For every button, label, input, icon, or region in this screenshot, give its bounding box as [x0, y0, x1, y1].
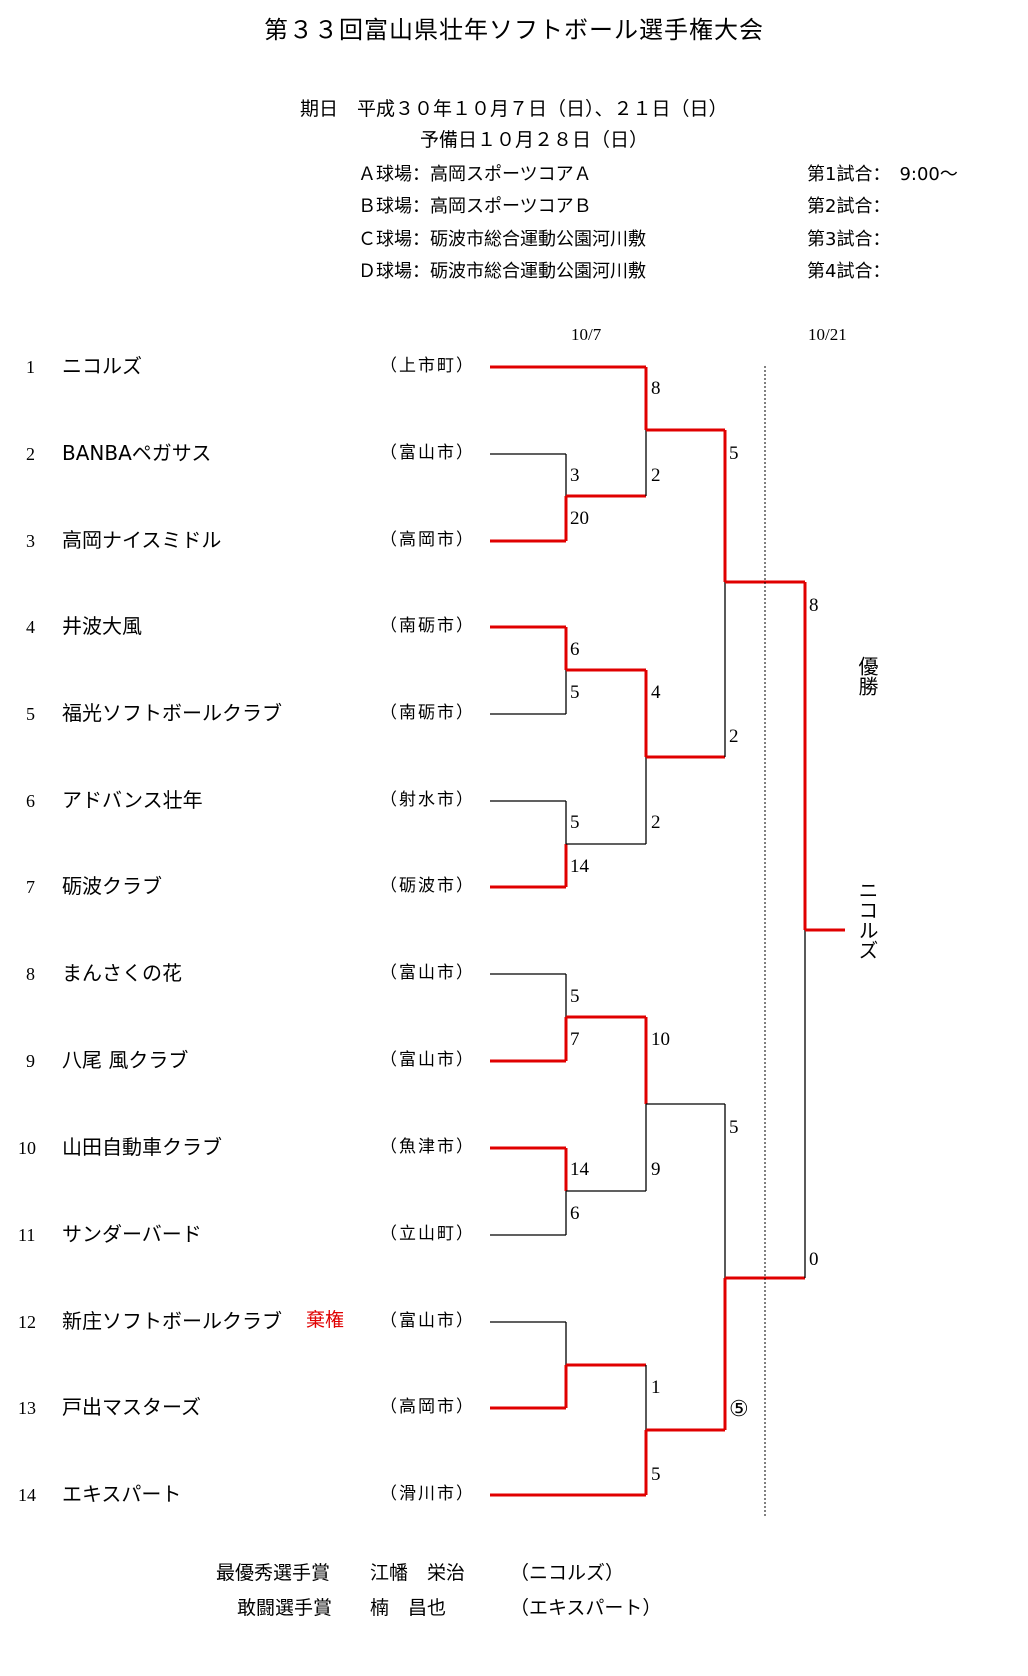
team-city: （富山市） — [380, 1050, 475, 1070]
match-score: 2 — [651, 465, 661, 486]
team-city: （富山市） — [380, 443, 475, 463]
team-seed-number: 3 — [26, 531, 35, 551]
team-seed-number: 2 — [26, 444, 35, 464]
team-name: ニコルズ — [62, 354, 142, 378]
team-seed-number: 1 — [26, 357, 35, 377]
match-score: 6 — [570, 639, 580, 660]
team-name: 八尾 風クラブ — [62, 1048, 189, 1072]
mvp-award-name: 江幡 栄治 — [370, 1562, 466, 1584]
fighting-award-team: （エキスパート） — [510, 1597, 662, 1619]
venue-b: Ｂ球場：高岡スポーツコアＢ — [358, 196, 592, 217]
team-seed-number: 4 — [26, 617, 35, 637]
team-seed-number: 5 — [26, 704, 35, 724]
team-seed-number: 7 — [26, 877, 35, 897]
game-time-2: 第2試合： — [807, 196, 891, 217]
reserve-date: 予備日１０月２８日（日） — [420, 129, 649, 151]
team-city: （上市町） — [380, 356, 475, 376]
match-score: 2 — [729, 726, 739, 747]
team-city: （魚津市） — [380, 1137, 475, 1157]
tournament-dates: 期日 平成３０年１０月７日（日）、２１日（日） — [300, 98, 728, 120]
team-seed-number: 13 — [18, 1398, 36, 1418]
team-name: アドバンス壮年 — [62, 788, 203, 812]
mvp-award-team: （ニコルズ） — [510, 1562, 625, 1584]
team-seed-number: 10 — [18, 1138, 36, 1158]
game-time-3: 第3試合： — [807, 229, 891, 250]
forfeit-badge: 棄権 — [306, 1309, 345, 1331]
venue-a: Ａ球場：高岡スポーツコアＡ — [358, 164, 592, 185]
match-score: 14 — [570, 1159, 589, 1180]
match-score: 5 — [570, 812, 580, 833]
team-city: （滑川市） — [380, 1484, 475, 1504]
team-city: （富山市） — [380, 963, 475, 983]
team-seed-number: 6 — [26, 791, 35, 811]
team-city: （南砺市） — [380, 616, 475, 636]
game-time-1: 第1試合： 9:00～ — [807, 164, 958, 185]
team-name: 福光ソフトボールクラブ — [62, 701, 282, 725]
match-score: 20 — [570, 508, 589, 529]
champion-team: ニコルズ — [855, 880, 879, 960]
team-name: 井波大風 — [62, 614, 142, 638]
match-score: 5 — [651, 1464, 661, 1485]
match-score: 5 — [729, 1117, 739, 1138]
match-score: 8 — [809, 595, 819, 616]
team-seed-number: 9 — [26, 1051, 35, 1071]
venue-d: Ｄ球場：砺波市総合運動公園河川敷 — [358, 261, 646, 282]
match-score: 7 — [570, 1029, 580, 1050]
mvp-award-label: 最優秀選手賞 — [216, 1562, 331, 1584]
team-name: サンダーバード — [62, 1222, 202, 1246]
match-score: ⑤ — [729, 1396, 749, 1421]
champion-label: 優勝 — [855, 656, 879, 696]
team-city: （砺波市） — [380, 876, 475, 896]
match-score: 2 — [651, 812, 661, 833]
fighting-award-name: 楠 昌也 — [370, 1597, 447, 1619]
match-score: 14 — [570, 856, 589, 877]
team-name: 新庄ソフトボールクラブ — [62, 1309, 282, 1333]
match-score: 0 — [809, 1249, 819, 1270]
team-city: （富山市） — [380, 1311, 475, 1331]
match-score: 4 — [651, 682, 661, 703]
fighting-award-label: 敢闘選手賞 — [237, 1597, 333, 1619]
team-seed-number: 14 — [18, 1485, 36, 1505]
team-name: 山田自動車クラブ — [62, 1135, 222, 1159]
match-score: 8 — [651, 378, 661, 399]
team-name: 高岡ナイスミドル — [62, 528, 222, 552]
team-seed-number: 8 — [26, 964, 35, 984]
match-score: 1 — [651, 1377, 661, 1398]
match-score: 3 — [570, 465, 580, 486]
round-date-final: 10/21 — [808, 325, 847, 344]
team-name: BANBAペガサス — [62, 441, 212, 465]
page-title: 第３３回富山県壮年ソフトボール選手権大会 — [264, 16, 764, 44]
team-name: まんさくの花 — [62, 961, 182, 985]
round-date-first: 10/7 — [571, 325, 602, 344]
match-score: 5 — [729, 443, 739, 464]
team-city: （南砺市） — [380, 703, 475, 723]
team-city: （射水市） — [380, 790, 475, 810]
team-name: エキスパート — [62, 1482, 182, 1506]
match-score: 10 — [651, 1029, 670, 1050]
team-city: （高岡市） — [380, 530, 475, 550]
team-name: 砺波クラブ — [62, 874, 162, 898]
venue-c: Ｃ球場：砺波市総合運動公園河川敷 — [358, 229, 646, 250]
team-seed-number: 11 — [18, 1225, 36, 1245]
match-score: 6 — [570, 1203, 580, 1224]
game-time-4: 第4試合： — [807, 261, 891, 282]
team-city: （高岡市） — [380, 1397, 475, 1417]
match-score: 5 — [570, 682, 580, 703]
team-name: 戸出マスターズ — [62, 1395, 201, 1419]
team-city: （立山町） — [380, 1224, 475, 1244]
team-seed-number: 12 — [18, 1312, 36, 1332]
match-score: 5 — [570, 986, 580, 1007]
match-score: 9 — [651, 1159, 661, 1180]
